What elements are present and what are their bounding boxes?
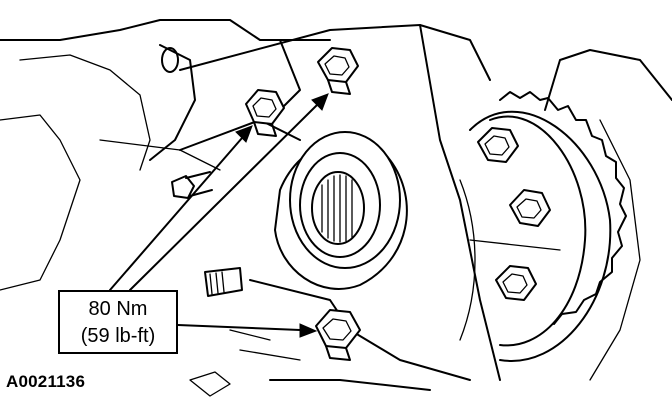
figure-id-label: A0021136: [6, 372, 86, 391]
torque-imperial-value: (59 lb-ft): [80, 325, 156, 347]
arrowhead: [299, 323, 318, 338]
torque-callout-box: 80 Nm (59 lb-ft): [58, 290, 178, 354]
lower-stud: [204, 267, 243, 297]
axle-flange: [274, 131, 408, 290]
leader-to-bolt-top-left: [109, 137, 243, 291]
housing-left: [0, 19, 331, 291]
torque-metric-value: 80 Nm: [88, 298, 148, 320]
ring-gear-bolt: [509, 189, 551, 227]
ring-gear-bolts: [459, 127, 561, 341]
lower-bracket: [189, 329, 301, 397]
bolt-top-left: [245, 89, 285, 137]
ring-gear-bolt: [477, 127, 519, 163]
ring-gear: [469, 49, 672, 381]
bolt-top-right: [317, 47, 359, 95]
arrowhead: [311, 93, 329, 111]
leader-lines: [109, 93, 329, 338]
ring-gear-bolt: [495, 265, 537, 301]
arrowhead: [235, 125, 253, 143]
leader-to-bolt-top-right: [129, 103, 319, 291]
leader-to-bolt-bottom: [177, 324, 301, 331]
bolt-bottom: [315, 309, 361, 361]
